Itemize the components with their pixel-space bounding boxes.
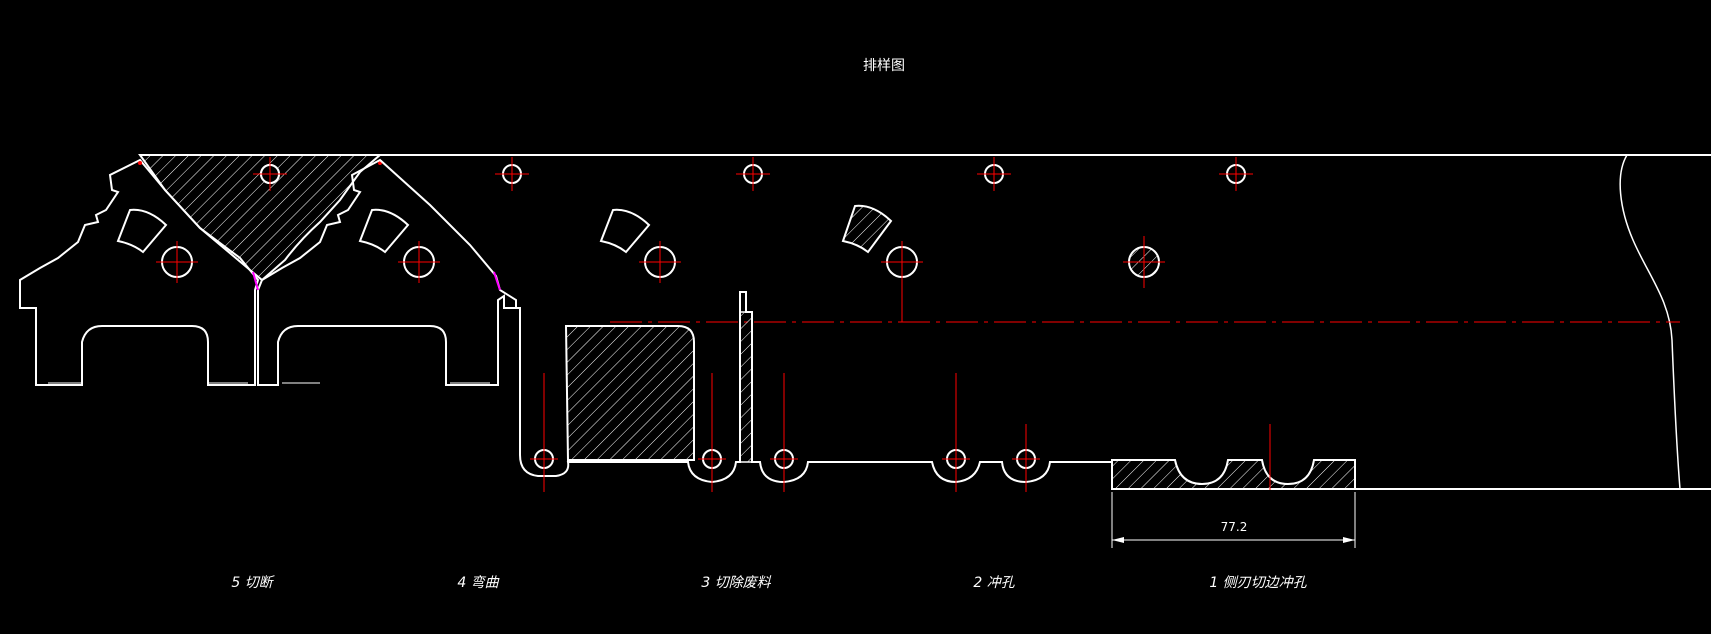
arc-slot — [358, 208, 410, 254]
arc-slot — [116, 208, 168, 254]
large-hole-punched — [1123, 236, 1165, 288]
station-label-1: 1 侧刃切边冲孔 — [1209, 575, 1307, 591]
large-hole — [156, 241, 198, 283]
bottom-hole — [530, 373, 558, 492]
dimension-value: 77.2 — [1221, 520, 1248, 534]
side-trim-hatched — [1111, 459, 1356, 490]
large-hole — [398, 241, 440, 283]
pilot-hole — [977, 157, 1011, 191]
large-hole — [639, 241, 681, 283]
station-label-5: 5 切断 — [231, 575, 275, 591]
arc-slot-punched — [841, 204, 893, 254]
bottom-hole — [698, 373, 726, 492]
corner-marker — [138, 161, 142, 165]
bend-accent — [493, 271, 501, 291]
bottom-hole — [1012, 424, 1040, 492]
strip-lower-outline — [516, 291, 1112, 484]
finished-part-outline — [19, 158, 260, 386]
bottom-holes — [530, 373, 1040, 492]
scrap-rect-hatched — [564, 325, 695, 461]
arc-slot — [599, 208, 651, 254]
large-hole — [881, 241, 923, 322]
bend-accent — [252, 271, 259, 291]
station-label-4: 4 弯曲 — [457, 575, 499, 591]
large-holes — [156, 236, 1165, 322]
station-label-3: 3 切除废料 — [701, 575, 771, 591]
dimension-77-2: 77.2 — [1111, 492, 1356, 548]
bottom-hole — [942, 373, 970, 492]
pilot-hole — [736, 157, 770, 191]
bent-part-outline — [257, 158, 517, 386]
scrap-strip-hatched — [739, 311, 753, 463]
pilot-holes — [253, 157, 1253, 191]
pilot-hole — [495, 157, 529, 191]
station-label-2: 2 冲孔 — [973, 575, 1015, 591]
bottom-hole — [770, 373, 798, 492]
pilot-hole — [1219, 157, 1253, 191]
scrap-triangle-hatched — [138, 154, 383, 282]
strip-break-line — [1619, 154, 1681, 490]
drawing-title: 排样图 — [863, 58, 905, 74]
